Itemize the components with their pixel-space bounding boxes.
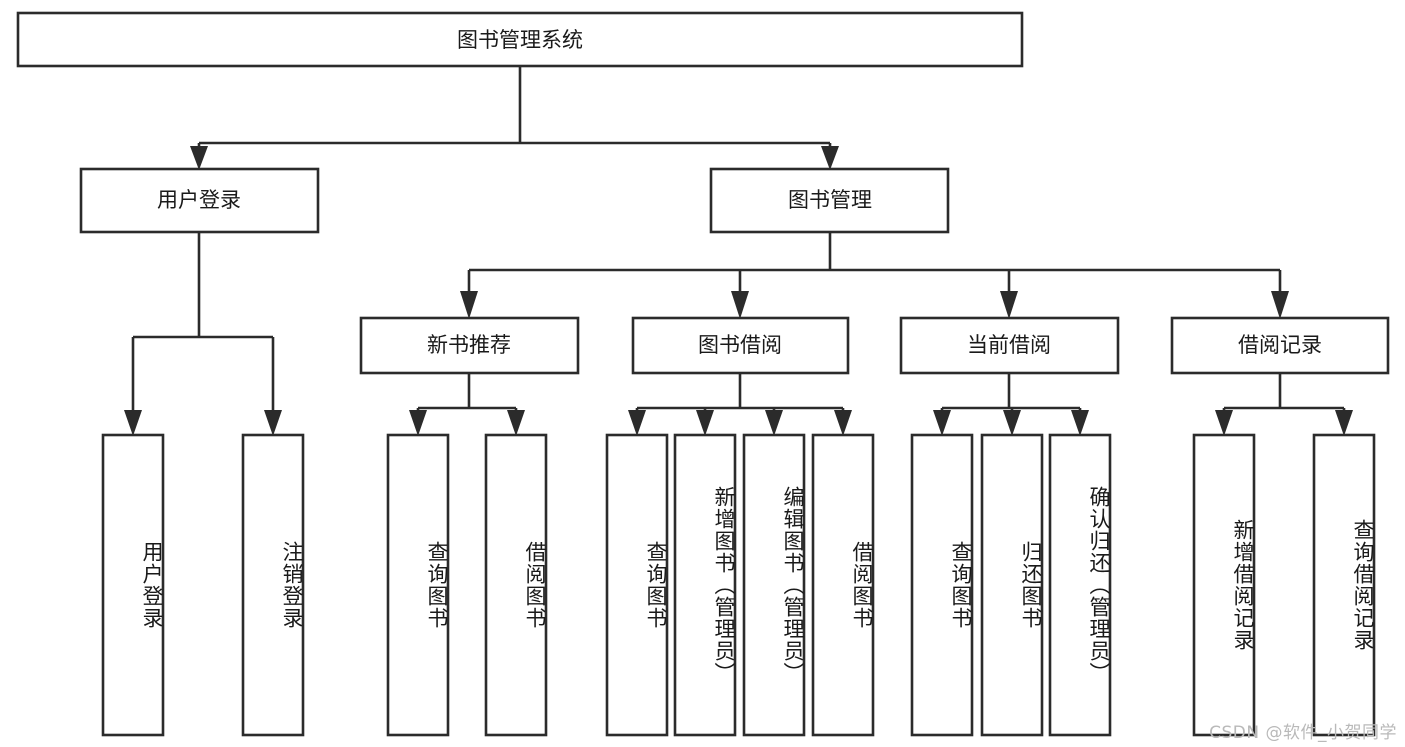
arrow-to-leaf-query-book-1 xyxy=(409,410,427,436)
node-leaf-add-record-box[interactable] xyxy=(1192,433,1256,737)
arrow-to-leaf-return-book xyxy=(1003,410,1021,436)
node-leaf-query-book-1-box[interactable] xyxy=(386,433,450,737)
arrow-to-new-book-recommend xyxy=(460,291,478,319)
node-book-manage-box[interactable] xyxy=(709,167,950,234)
node-leaf-add-book-box[interactable] xyxy=(673,433,737,737)
csdn-watermark: CSDN @软件_小贺同学 xyxy=(1209,723,1397,743)
node-new-book-recommend-label: 新书推荐 xyxy=(427,333,511,357)
node-root[interactable]: 图书管理系统 xyxy=(16,11,1024,68)
arrow-to-leaf-add-book xyxy=(696,410,714,436)
arrow-to-leaf-borrow-book-2 xyxy=(834,410,852,436)
node-leaf-query-record-box[interactable] xyxy=(1312,433,1376,737)
nodes-layer: 图书管理系统 用户登录 图书管理 新书推荐 图书借阅 当前 xyxy=(16,11,1390,737)
node-borrow-record-label: 借阅记录 xyxy=(1238,333,1322,357)
arrow-to-leaf-query-record xyxy=(1335,410,1353,436)
node-leaf-edit-book-box[interactable] xyxy=(742,433,806,737)
arrow-to-leaf-user-login xyxy=(124,410,142,436)
arrow-to-leaf-edit-book xyxy=(765,410,783,436)
node-leaf-query-book-3-box[interactable] xyxy=(910,433,974,737)
arrow-to-book-manage xyxy=(821,146,839,170)
node-current-borrow[interactable]: 当前借阅 xyxy=(899,316,1120,375)
node-leaf-user-login-box[interactable] xyxy=(101,433,165,737)
node-user-login[interactable]: 用户登录 xyxy=(79,167,320,234)
arrow-to-leaf-borrow-book-1 xyxy=(507,410,525,436)
arrow-to-current-borrow xyxy=(1000,291,1018,319)
node-book-manage[interactable]: 图书管理 xyxy=(709,167,950,234)
arrow-to-leaf-query-book-2 xyxy=(628,410,646,436)
node-book-borrow-label: 图书借阅 xyxy=(698,333,782,357)
node-borrow-record-box[interactable] xyxy=(1170,316,1390,375)
node-current-borrow-box[interactable] xyxy=(899,316,1120,375)
node-borrow-record[interactable]: 借阅记录 xyxy=(1170,316,1390,375)
node-leaf-return-book-box[interactable] xyxy=(980,433,1044,737)
node-book-borrow-box[interactable] xyxy=(631,316,850,375)
edges-layer xyxy=(124,66,1353,436)
node-leaf-user-logout-box[interactable] xyxy=(241,433,305,737)
node-user-login-label: 用户登录 xyxy=(157,188,241,212)
arrow-to-borrow-record xyxy=(1271,291,1289,319)
node-leaf-borrow-book-1-box[interactable] xyxy=(484,433,548,737)
node-book-borrow[interactable]: 图书借阅 xyxy=(631,316,850,375)
node-new-book-recommend-box[interactable] xyxy=(359,316,580,375)
node-current-borrow-label: 当前借阅 xyxy=(967,333,1051,357)
arrow-to-leaf-add-record xyxy=(1215,410,1233,436)
arrow-to-leaf-query-book-3 xyxy=(933,410,951,436)
arrow-to-leaf-confirm-return xyxy=(1071,410,1089,436)
node-root-box[interactable] xyxy=(16,11,1024,68)
arrow-to-leaf-user-logout xyxy=(264,410,282,436)
node-book-manage-label: 图书管理 xyxy=(788,188,872,212)
node-user-login-box[interactable] xyxy=(79,167,320,234)
node-new-book-recommend[interactable]: 新书推荐 xyxy=(359,316,580,375)
node-leaf-confirm-return-box[interactable] xyxy=(1048,433,1112,737)
node-root-label: 图书管理系统 xyxy=(457,28,583,52)
arrow-to-book-borrow xyxy=(731,291,749,319)
arrow-to-user-login xyxy=(190,146,208,170)
node-leaf-borrow-book-2-box[interactable] xyxy=(811,433,875,737)
node-leaf-query-book-2-box[interactable] xyxy=(605,433,669,737)
